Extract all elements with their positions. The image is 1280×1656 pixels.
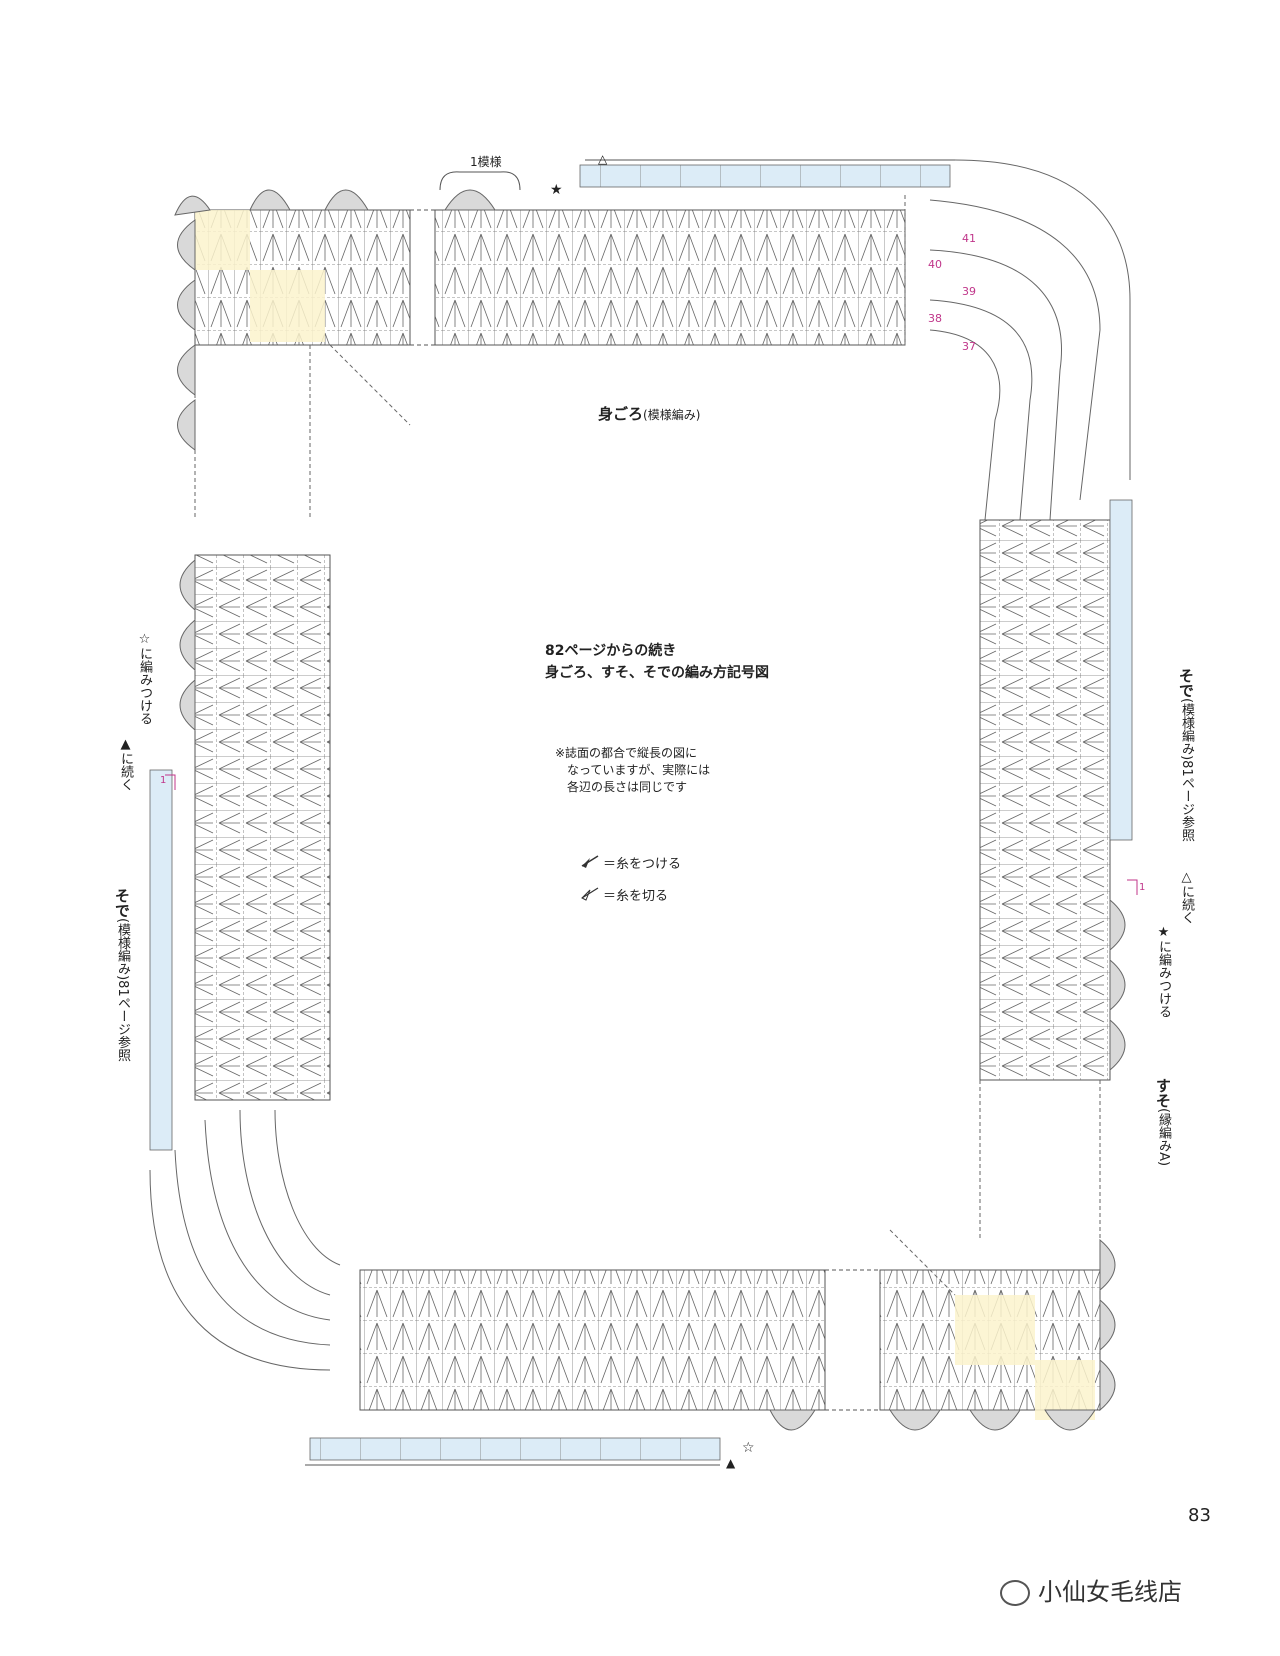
legend-attach-label: ＝糸をつける: [603, 857, 682, 872]
triangle-white-marker: △: [598, 152, 608, 166]
star-white-marker: ☆: [742, 1440, 755, 1456]
legend-cut-label: ＝糸を切る: [603, 889, 669, 904]
arrow-mark-left: 1: [160, 775, 167, 786]
hem-subtitle: (縁編みA): [1156, 1108, 1171, 1167]
left-sleeve-label: そで(模様編み)81ページ参照: [113, 888, 131, 1062]
hem-label: すそ(縁編みA): [1154, 1078, 1172, 1167]
arrow-mark-right: 1: [1139, 882, 1146, 893]
top-body-panel: [174, 159, 955, 520]
hem-title: すそ: [1154, 1078, 1172, 1108]
center-heading: 82ページからの続き 身ごろ、すそ、そでの編み方記号図: [545, 640, 769, 684]
left-body-panel: [149, 554, 341, 1371]
bottom-body-panel: [305, 1080, 1116, 1466]
legend-cut-symbol: [581, 887, 599, 901]
row-number-38: 38: [928, 312, 942, 325]
brand-watermark: 小仙女毛线店: [1000, 1572, 1182, 1607]
right-sleeve-title: そで: [1177, 668, 1195, 698]
wechat-icon: [1000, 1580, 1030, 1606]
left-sleeve-subtitle: (模様編み)81ページ参照: [115, 918, 130, 1062]
left-attach-label: ☆に編みつける: [137, 632, 152, 725]
triangle-black-marker: ▲: [726, 1456, 736, 1470]
page-number: 83: [1188, 1505, 1211, 1526]
row-number-39: 39: [962, 285, 976, 298]
right-attach-label: ★に編みつける: [1156, 925, 1171, 1018]
right-continue-label: △に続く: [1179, 870, 1194, 924]
star-black-marker: ★: [550, 182, 563, 198]
body-section-label: 身ごろ(模様編み): [598, 403, 700, 424]
note-line3: 各辺の長さは同じです: [567, 780, 688, 794]
row-number-40: 40: [928, 258, 942, 271]
layout-note: ※誌面の都合で縦長の図に なっていますが、実際には 各辺の長さは同じです: [555, 745, 710, 796]
body-subtitle: (模様編み): [643, 408, 701, 422]
note-line2: なっていますが、実際には: [567, 763, 711, 777]
row-number-41: 41: [962, 232, 976, 245]
right-sleeve-label: そで(模様編み)81ページ参照: [1177, 668, 1195, 842]
left-sleeve-title: そで: [113, 888, 131, 918]
left-continue-label: ▲に続く: [118, 737, 133, 791]
brand-name: 小仙女毛线店: [1038, 1578, 1182, 1606]
note-line1: ※誌面の都合で縦長の図に: [555, 746, 698, 760]
row-number-37: 37: [962, 340, 976, 353]
right-sleeve-panel: [929, 159, 1133, 1081]
center-heading-line1: 82ページからの続き: [545, 643, 677, 659]
pattern-repeat-label: 1模様: [470, 155, 502, 169]
center-heading-line2: 身ごろ、すそ、そでの編み方記号図: [545, 665, 769, 681]
legend-attach-symbol: [581, 855, 599, 868]
body-title: 身ごろ: [598, 405, 644, 423]
right-sleeve-subtitle: (模様編み)81ページ参照: [1179, 698, 1194, 842]
